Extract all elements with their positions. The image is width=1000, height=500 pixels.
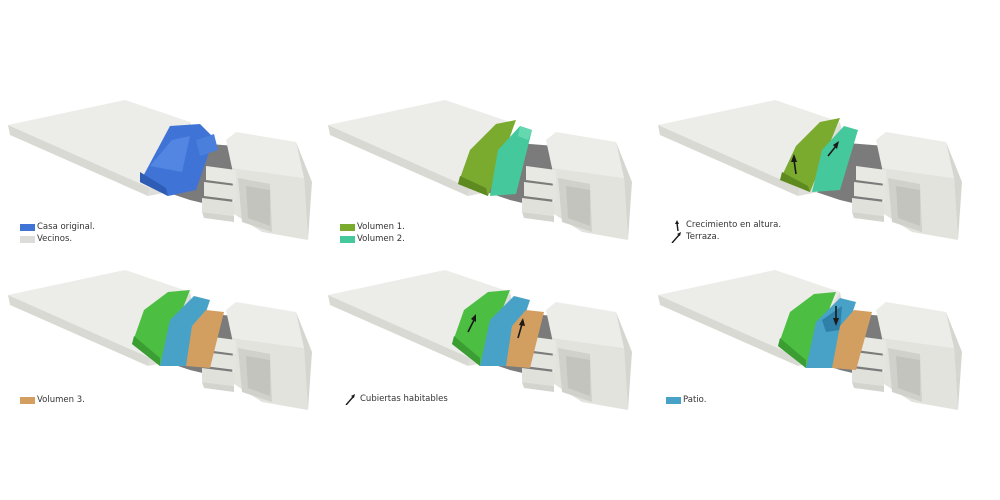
- legend-label: Patio.: [683, 395, 707, 405]
- patio-arrow-icon: [833, 306, 839, 326]
- volume-green: [132, 290, 190, 366]
- legend-item: Casa original.: [20, 221, 95, 233]
- panel-1: [8, 100, 312, 240]
- swatch-volume-3: [20, 396, 35, 404]
- legend-panel-5: Cubiertas habitables: [344, 393, 448, 405]
- legend-panel-4: Volumen 3.: [20, 394, 85, 406]
- panel-3: [658, 100, 962, 240]
- legend-item: Volumen 1.: [340, 221, 405, 233]
- volume-green: [778, 292, 836, 368]
- legend-label: Volumen 1.: [357, 222, 405, 232]
- volume-patio: [480, 296, 530, 366]
- volume-1: [780, 118, 840, 192]
- swatch-volume-2: [340, 235, 355, 243]
- growth-arrow-icon: [791, 141, 839, 175]
- legend-label: Terraza.: [686, 232, 720, 242]
- swatch-patio: [666, 396, 681, 404]
- legend-item: Terraza.: [670, 231, 781, 243]
- legend-label: Casa original.: [37, 222, 95, 232]
- volume-2: [490, 126, 532, 196]
- legend-item: Volumen 3.: [20, 394, 85, 406]
- volume-patio: [806, 298, 856, 368]
- volume-2: [812, 126, 858, 192]
- volume-patio: [160, 296, 210, 366]
- legend-panel-6: Patio.: [666, 394, 706, 406]
- swatch-original: [20, 223, 35, 231]
- volume-3: [832, 310, 872, 370]
- volume-green: [452, 290, 510, 366]
- legend-panel-3: Crecimiento en altura. Terraza.: [670, 219, 781, 243]
- swatch-neighbors: [20, 235, 35, 243]
- legend-item: Cubiertas habitables: [344, 393, 448, 405]
- original-house-volume: [140, 124, 218, 196]
- arrow-diagonal-icon: [344, 393, 359, 405]
- legend-item: Crecimiento en altura.: [670, 219, 781, 231]
- arrow-up-icon: [670, 219, 685, 231]
- panel-6: [658, 270, 962, 410]
- legend-label: Volumen 3.: [37, 395, 85, 405]
- legend-panel-2: Volumen 1. Volumen 2.: [340, 221, 405, 245]
- volume-1: [458, 120, 516, 196]
- swatch-volume-1: [340, 223, 355, 231]
- legend-label: Volumen 2.: [357, 234, 405, 244]
- legend-label: Crecimiento en altura.: [686, 220, 782, 230]
- legend-label: Vecinos.: [37, 234, 73, 244]
- volume-3: [506, 310, 544, 368]
- panel-4: [8, 270, 312, 410]
- panel-2: [328, 100, 632, 240]
- volume-3: [186, 310, 224, 368]
- arrow-diagonal-icon: [670, 231, 685, 243]
- legend-panel-1: Casa original. Vecinos.: [20, 221, 95, 245]
- legend-item: Vecinos.: [20, 233, 95, 245]
- panel-5: [328, 270, 632, 410]
- legend-item: Patio.: [666, 394, 706, 406]
- legend-item: Volumen 2.: [340, 233, 405, 245]
- roof-arrow-icon: [467, 314, 525, 339]
- legend-label: Cubiertas habitables: [360, 394, 448, 404]
